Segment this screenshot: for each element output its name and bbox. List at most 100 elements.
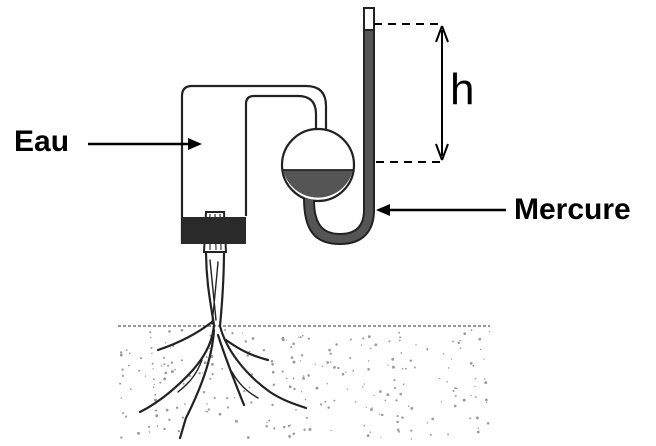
soil-speckle <box>150 337 152 339</box>
soil-speckle <box>410 430 412 432</box>
soil-speckle <box>226 397 228 399</box>
soil-speckle <box>474 386 475 387</box>
soil-speckle <box>163 377 166 380</box>
soil-speckle <box>303 428 305 430</box>
soil-speckle <box>219 413 222 416</box>
soil-speckle <box>170 348 171 349</box>
soil-speckle <box>247 436 250 439</box>
soil-speckle <box>138 370 140 372</box>
soil-speckle <box>330 361 331 362</box>
height-indicator <box>374 24 448 162</box>
soil-speckle <box>300 336 302 338</box>
soil-speckle <box>271 363 274 366</box>
soil-speckle <box>463 332 466 335</box>
soil-speckle <box>451 358 452 359</box>
soil-speckle <box>128 365 130 367</box>
soil-speckle <box>399 336 401 338</box>
soil-speckle <box>368 360 370 362</box>
soil-speckle <box>364 383 365 384</box>
soil-speckle <box>470 395 471 396</box>
soil-speckle <box>174 369 176 371</box>
soil-speckle <box>121 398 122 399</box>
soil-speckle <box>120 354 123 357</box>
soil-speckle <box>205 411 207 413</box>
soil-speckle <box>441 401 442 402</box>
soil-speckle <box>137 432 140 435</box>
soil-speckle <box>250 401 252 403</box>
soil-speckle <box>484 381 487 384</box>
soil-speckle <box>396 421 399 424</box>
soil-speckle <box>373 395 374 396</box>
soil-speckle <box>153 386 155 388</box>
soil-speckle <box>443 353 444 354</box>
soil-speckle <box>152 363 154 365</box>
soil-speckle <box>410 360 412 362</box>
soil-speckle <box>469 417 471 419</box>
soil-speckle <box>293 361 296 364</box>
soil-speckle <box>352 370 354 372</box>
soil-speckle <box>209 378 211 380</box>
soil-speckle <box>152 368 153 369</box>
soil-speckle <box>243 390 245 392</box>
soil-speckle <box>391 358 394 361</box>
soil-speckle <box>355 401 357 403</box>
water-arrow-head <box>188 138 202 150</box>
soil-speckle <box>477 427 479 429</box>
soil-speckle <box>149 331 151 333</box>
soil-speckle <box>242 332 243 333</box>
soil-speckle <box>283 426 286 429</box>
soil-speckle <box>397 415 399 417</box>
mercury-label: Mercure <box>514 193 631 226</box>
soil-speckle <box>414 367 416 369</box>
stopper <box>182 217 246 244</box>
soil-speckle <box>333 400 335 402</box>
soil-speckle <box>315 364 316 365</box>
soil-speckle <box>126 349 128 351</box>
soil-speckle <box>362 337 364 339</box>
soil-speckle <box>151 352 152 353</box>
soil-speckle <box>335 343 337 345</box>
soil-speckle <box>288 425 290 427</box>
soil-speckle <box>333 366 336 369</box>
soil-speckle <box>307 374 310 377</box>
soil-speckle <box>486 402 487 403</box>
soil-speckle <box>281 337 284 340</box>
soil-speckle <box>301 391 302 392</box>
soil-speckle <box>379 414 380 415</box>
soil-speckle <box>484 378 486 380</box>
soil-speckle <box>231 332 233 334</box>
soil-speckle <box>322 366 323 367</box>
soil-speckle <box>122 375 124 377</box>
soil-speckle <box>181 329 184 332</box>
soil-speckle <box>203 391 205 393</box>
soil-speckle <box>164 372 167 375</box>
soil-speckles <box>119 329 490 440</box>
mercury-bulb <box>282 129 354 201</box>
soil-speckle <box>155 414 158 417</box>
soil-speckle <box>395 399 397 401</box>
soil-speckle <box>273 383 275 385</box>
soil-speckle <box>268 420 270 422</box>
soil-speckle <box>298 337 299 338</box>
soil-speckle <box>347 389 348 390</box>
soil-speckle <box>249 387 251 389</box>
soil-speckle <box>302 335 304 337</box>
soil-speckle <box>327 383 329 385</box>
soil-speckle <box>303 378 305 380</box>
soil-speckle <box>198 372 200 374</box>
soil-speckle <box>182 416 184 418</box>
soil-speckle <box>431 418 434 421</box>
soil-speckle <box>168 419 170 421</box>
soil-speckle <box>235 420 238 423</box>
soil-speckle <box>120 351 122 353</box>
soil-speckle <box>326 361 329 364</box>
soil-speckle <box>403 383 405 385</box>
soil-speckle <box>245 340 247 342</box>
soil-speckle <box>184 403 186 405</box>
soil-speckle <box>386 393 389 396</box>
soil-speckle <box>330 430 331 431</box>
soil-speckle <box>286 339 287 340</box>
mercury-arrow-head <box>376 204 390 216</box>
soil-speckle <box>399 393 402 396</box>
soil-speckle <box>430 434 432 436</box>
